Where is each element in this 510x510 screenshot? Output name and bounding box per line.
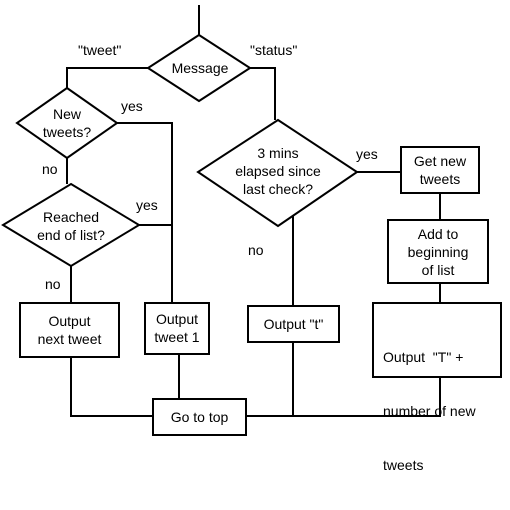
output-1-label: Output tweet 1 — [154, 311, 200, 345]
edge-no-mins-label: no — [248, 242, 264, 258]
output-next-box — [19, 302, 120, 358]
add-beginning-label: Add to beginning of list — [407, 226, 469, 278]
edge-yes-end-label: yes — [136, 197, 158, 213]
output-t-label: Output "t" — [263, 316, 324, 332]
get-new-label: Get new tweets — [413, 153, 467, 187]
edge-status-label: "status" — [250, 42, 298, 58]
edge-tweet-label: "tweet" — [78, 42, 122, 58]
get-new-box — [400, 146, 480, 194]
new-tweets-label: New tweets? — [42, 106, 92, 140]
message-diamond — [146, 33, 252, 103]
go-top-label: Go to top — [170, 409, 229, 425]
edge-yes-mins-label: yes — [356, 146, 378, 162]
reached-end-label: Reached end of list? — [37, 209, 105, 243]
edge-yes-new-label: yes — [121, 98, 143, 114]
edge-no-end-label: no — [45, 276, 61, 292]
message-label: Message — [171, 60, 229, 76]
three-mins-diamond — [196, 118, 359, 228]
output-next-label: Output next tweet — [37, 313, 102, 347]
add-beginning-box — [387, 219, 489, 284]
output-1-box — [144, 302, 210, 355]
output-T-box — [372, 302, 502, 378]
output-T-label: Output "T" + number of new tweets — [383, 349, 476, 473]
edge-no-new-label: no — [42, 161, 58, 177]
three-mins-label: 3 mins elapsed since last check? — [235, 145, 321, 197]
